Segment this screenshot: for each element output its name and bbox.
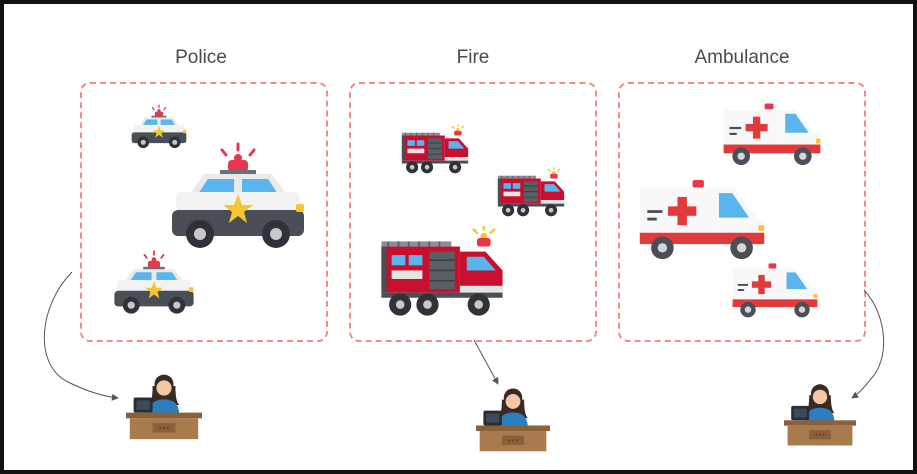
fire-dispatcher-icon [476, 384, 550, 454]
fire-connector-arrow [474, 340, 498, 384]
police-dispatcher-icon [126, 370, 202, 442]
ambulance-connector-arrow [852, 290, 884, 398]
police-connector-arrow [44, 272, 118, 398]
ambulance-dispatcher-icon [784, 380, 856, 448]
